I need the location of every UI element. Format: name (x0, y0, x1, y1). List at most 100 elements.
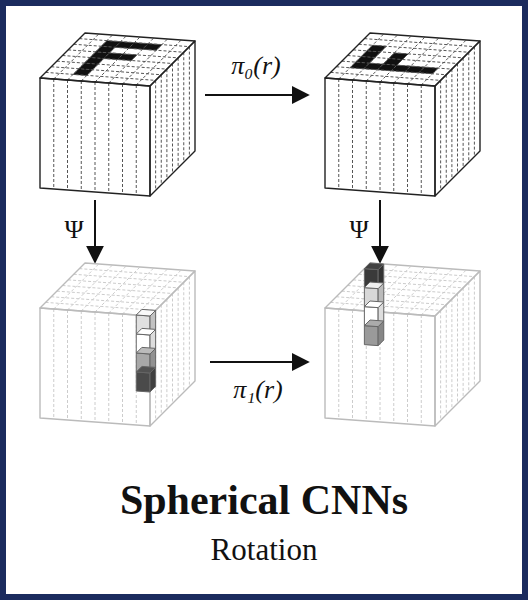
grid-line (136, 40, 181, 85)
grid-line (440, 80, 441, 190)
side-outline (150, 41, 195, 196)
grid-line (407, 314, 408, 424)
feature-cube (364, 326, 378, 346)
grid-line (457, 294, 458, 404)
grid-line (109, 268, 154, 313)
grid-line (68, 50, 178, 58)
grid-line (338, 309, 339, 419)
feature-cube (136, 347, 155, 354)
grid-line (421, 270, 466, 315)
side-outline (150, 271, 195, 426)
grid-line (189, 47, 190, 157)
front-face (40, 308, 150, 426)
grid-line (352, 80, 353, 190)
grid-line (178, 288, 179, 398)
front-face (325, 78, 435, 196)
top-face (325, 33, 480, 86)
feature-cube (136, 328, 155, 335)
grid-line (394, 38, 439, 83)
grid-line (338, 79, 339, 189)
grid-line (136, 270, 181, 315)
front-face (325, 308, 435, 426)
side-outline (435, 271, 480, 426)
grid-line (161, 75, 162, 185)
map-label: Ψ (349, 215, 368, 245)
front-face (40, 78, 150, 196)
grid-box (40, 263, 195, 426)
grid-line (63, 56, 173, 64)
grid-line (421, 315, 422, 425)
grid-line (53, 79, 54, 189)
front-outline (40, 78, 150, 196)
grid-line (353, 265, 398, 310)
grid-line (172, 64, 173, 174)
grid-line (468, 52, 469, 162)
grid-line (136, 85, 137, 195)
front-outline (325, 308, 435, 426)
feature-cube (136, 372, 150, 392)
grid-line (53, 309, 54, 419)
top-outline (325, 263, 480, 316)
grid-line (166, 69, 167, 179)
grid-line (421, 40, 466, 85)
grid-line (339, 264, 384, 309)
grid-line (166, 299, 167, 409)
rotation-label: π₁(r) (233, 375, 283, 405)
top-face (40, 33, 195, 86)
feature-cube (136, 366, 155, 373)
grid-line (123, 39, 168, 84)
grid-line (74, 44, 184, 52)
rotation-arrow (205, 94, 308, 96)
rotation-label: π₀(r) (231, 51, 281, 81)
map-arrow (94, 200, 96, 262)
caption: Rotation (211, 532, 318, 568)
grid-line (393, 83, 394, 193)
grid-line (446, 75, 447, 185)
feature-cube (364, 263, 383, 270)
feature-cube (364, 282, 383, 289)
top-outline (325, 33, 480, 86)
grid-line (172, 294, 173, 404)
grid-box (40, 33, 195, 196)
grid-line (123, 269, 168, 314)
side-outline (435, 41, 480, 196)
grid-line (189, 277, 190, 387)
grid-line (468, 282, 469, 392)
grid-box (325, 33, 480, 196)
grid-line (457, 64, 458, 174)
grid-line (463, 288, 464, 398)
grid-line (122, 314, 123, 424)
grid-line (474, 47, 475, 157)
grid-line (408, 269, 453, 314)
feature-cube (136, 309, 155, 316)
grid-line (348, 56, 458, 64)
grid-box (325, 263, 480, 426)
map-arrow (379, 200, 381, 262)
grid-line (342, 61, 452, 69)
grid-line (393, 313, 394, 423)
grid-line (67, 80, 68, 190)
grid-line (353, 50, 463, 58)
grid-line (183, 282, 184, 392)
grid-line (408, 39, 453, 84)
grid-line (342, 291, 452, 299)
grid-line (339, 34, 384, 79)
grid-line (366, 81, 367, 191)
grid-line (407, 84, 408, 194)
grid-line (67, 310, 68, 420)
feature-cube (364, 320, 383, 327)
grid-line (57, 61, 167, 69)
grid-line (108, 83, 109, 193)
grid-line (108, 313, 109, 423)
grid-line (446, 305, 447, 415)
grid-line (54, 264, 99, 309)
front-outline (40, 308, 150, 426)
grid-line (81, 81, 82, 191)
grid-line (463, 58, 464, 168)
grid-line (352, 310, 353, 420)
title: Spherical CNNs (120, 476, 408, 524)
grid-line (178, 58, 179, 168)
grid-line (155, 80, 156, 190)
grid-line (359, 44, 469, 52)
grid-line (380, 82, 381, 192)
